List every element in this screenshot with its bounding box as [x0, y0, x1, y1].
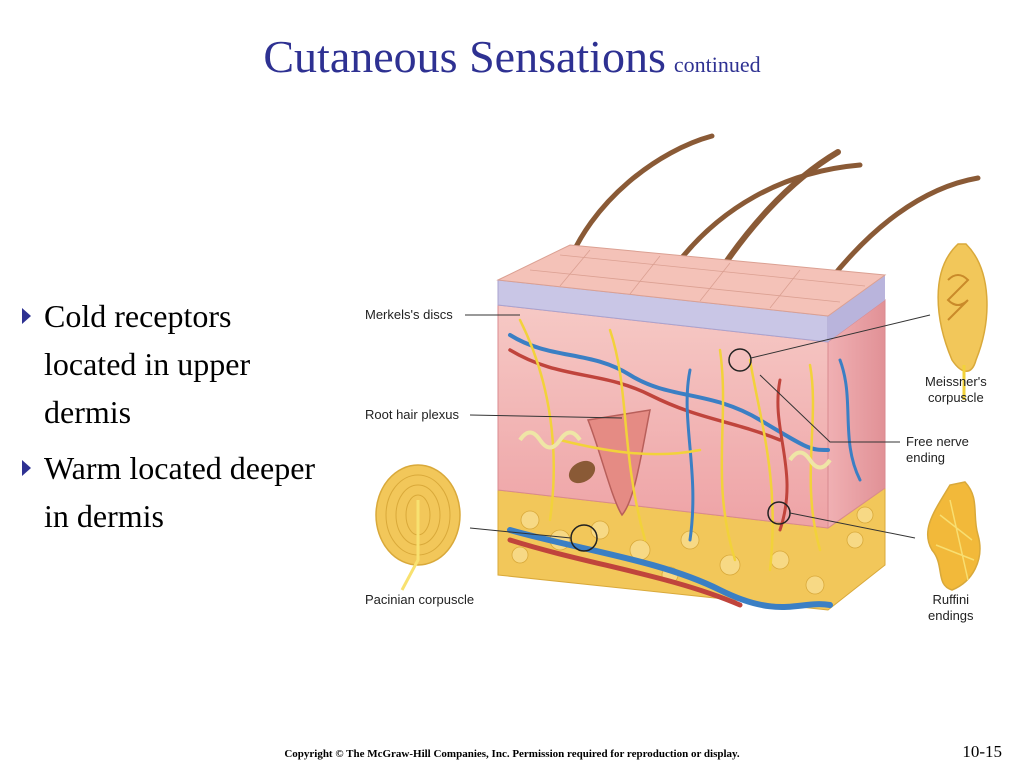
label-free-nerve-ending: Free nerve ending	[906, 434, 969, 466]
bullet-line: in dermis	[44, 498, 164, 534]
skin-receptors-diagram: Merkels's discs Root hair plexus Pacinia…	[360, 120, 1020, 640]
label-merkels-discs: Merkels's discs	[365, 307, 453, 322]
label-line: Free nerve	[906, 434, 969, 449]
label-line: Ruffini	[932, 592, 970, 607]
slide-number: 10-15	[962, 742, 1002, 761]
bullet-arrow-icon	[22, 460, 31, 476]
bullet-line: Warm located deeper	[44, 450, 316, 486]
skin-illustration	[375, 133, 988, 611]
bullet-item-warm: Warm located deeper in dermis	[22, 444, 367, 540]
bullet-line: dermis	[44, 394, 132, 430]
bullet-list: Cold receptors located in upper dermis W…	[22, 292, 367, 548]
label-meissners-corpuscle: Meissner's corpuscle	[925, 374, 987, 406]
epidermis-side	[828, 275, 885, 342]
hair-shaft	[827, 175, 981, 283]
label-pacinian-corpuscle: Pacinian corpuscle	[365, 592, 475, 607]
label-line: endings	[928, 608, 974, 623]
label-line: Meissner's	[925, 374, 987, 389]
meissner-marker	[728, 348, 752, 372]
slide-title: Cutaneous Sensations continued	[0, 30, 1024, 83]
bullet-line: Cold receptors	[44, 298, 232, 334]
label-line: corpuscle	[928, 390, 984, 405]
label-ruffini-endings: Ruffini endings	[928, 592, 974, 624]
copyright-notice: Copyright © The McGraw-Hill Companies, I…	[284, 748, 740, 760]
leader-lines	[465, 314, 931, 539]
ruffini-inset	[926, 481, 981, 591]
label-line: ending	[906, 450, 946, 465]
hair-shaft	[677, 162, 863, 263]
bullet-arrow-icon	[22, 308, 31, 324]
title-suffix: continued	[673, 52, 761, 77]
hair-follicle	[586, 409, 651, 517]
bullet-line: located in upper	[44, 346, 251, 382]
skin-surface	[496, 244, 887, 317]
pacinian-inset	[375, 464, 461, 591]
bullet-item-cold: Cold receptors located in upper dermis	[22, 292, 367, 436]
meissner-inset	[937, 243, 988, 400]
label-root-hair-plexus: Root hair plexus	[365, 407, 459, 422]
title-main: Cutaneous Sensations	[263, 31, 666, 82]
